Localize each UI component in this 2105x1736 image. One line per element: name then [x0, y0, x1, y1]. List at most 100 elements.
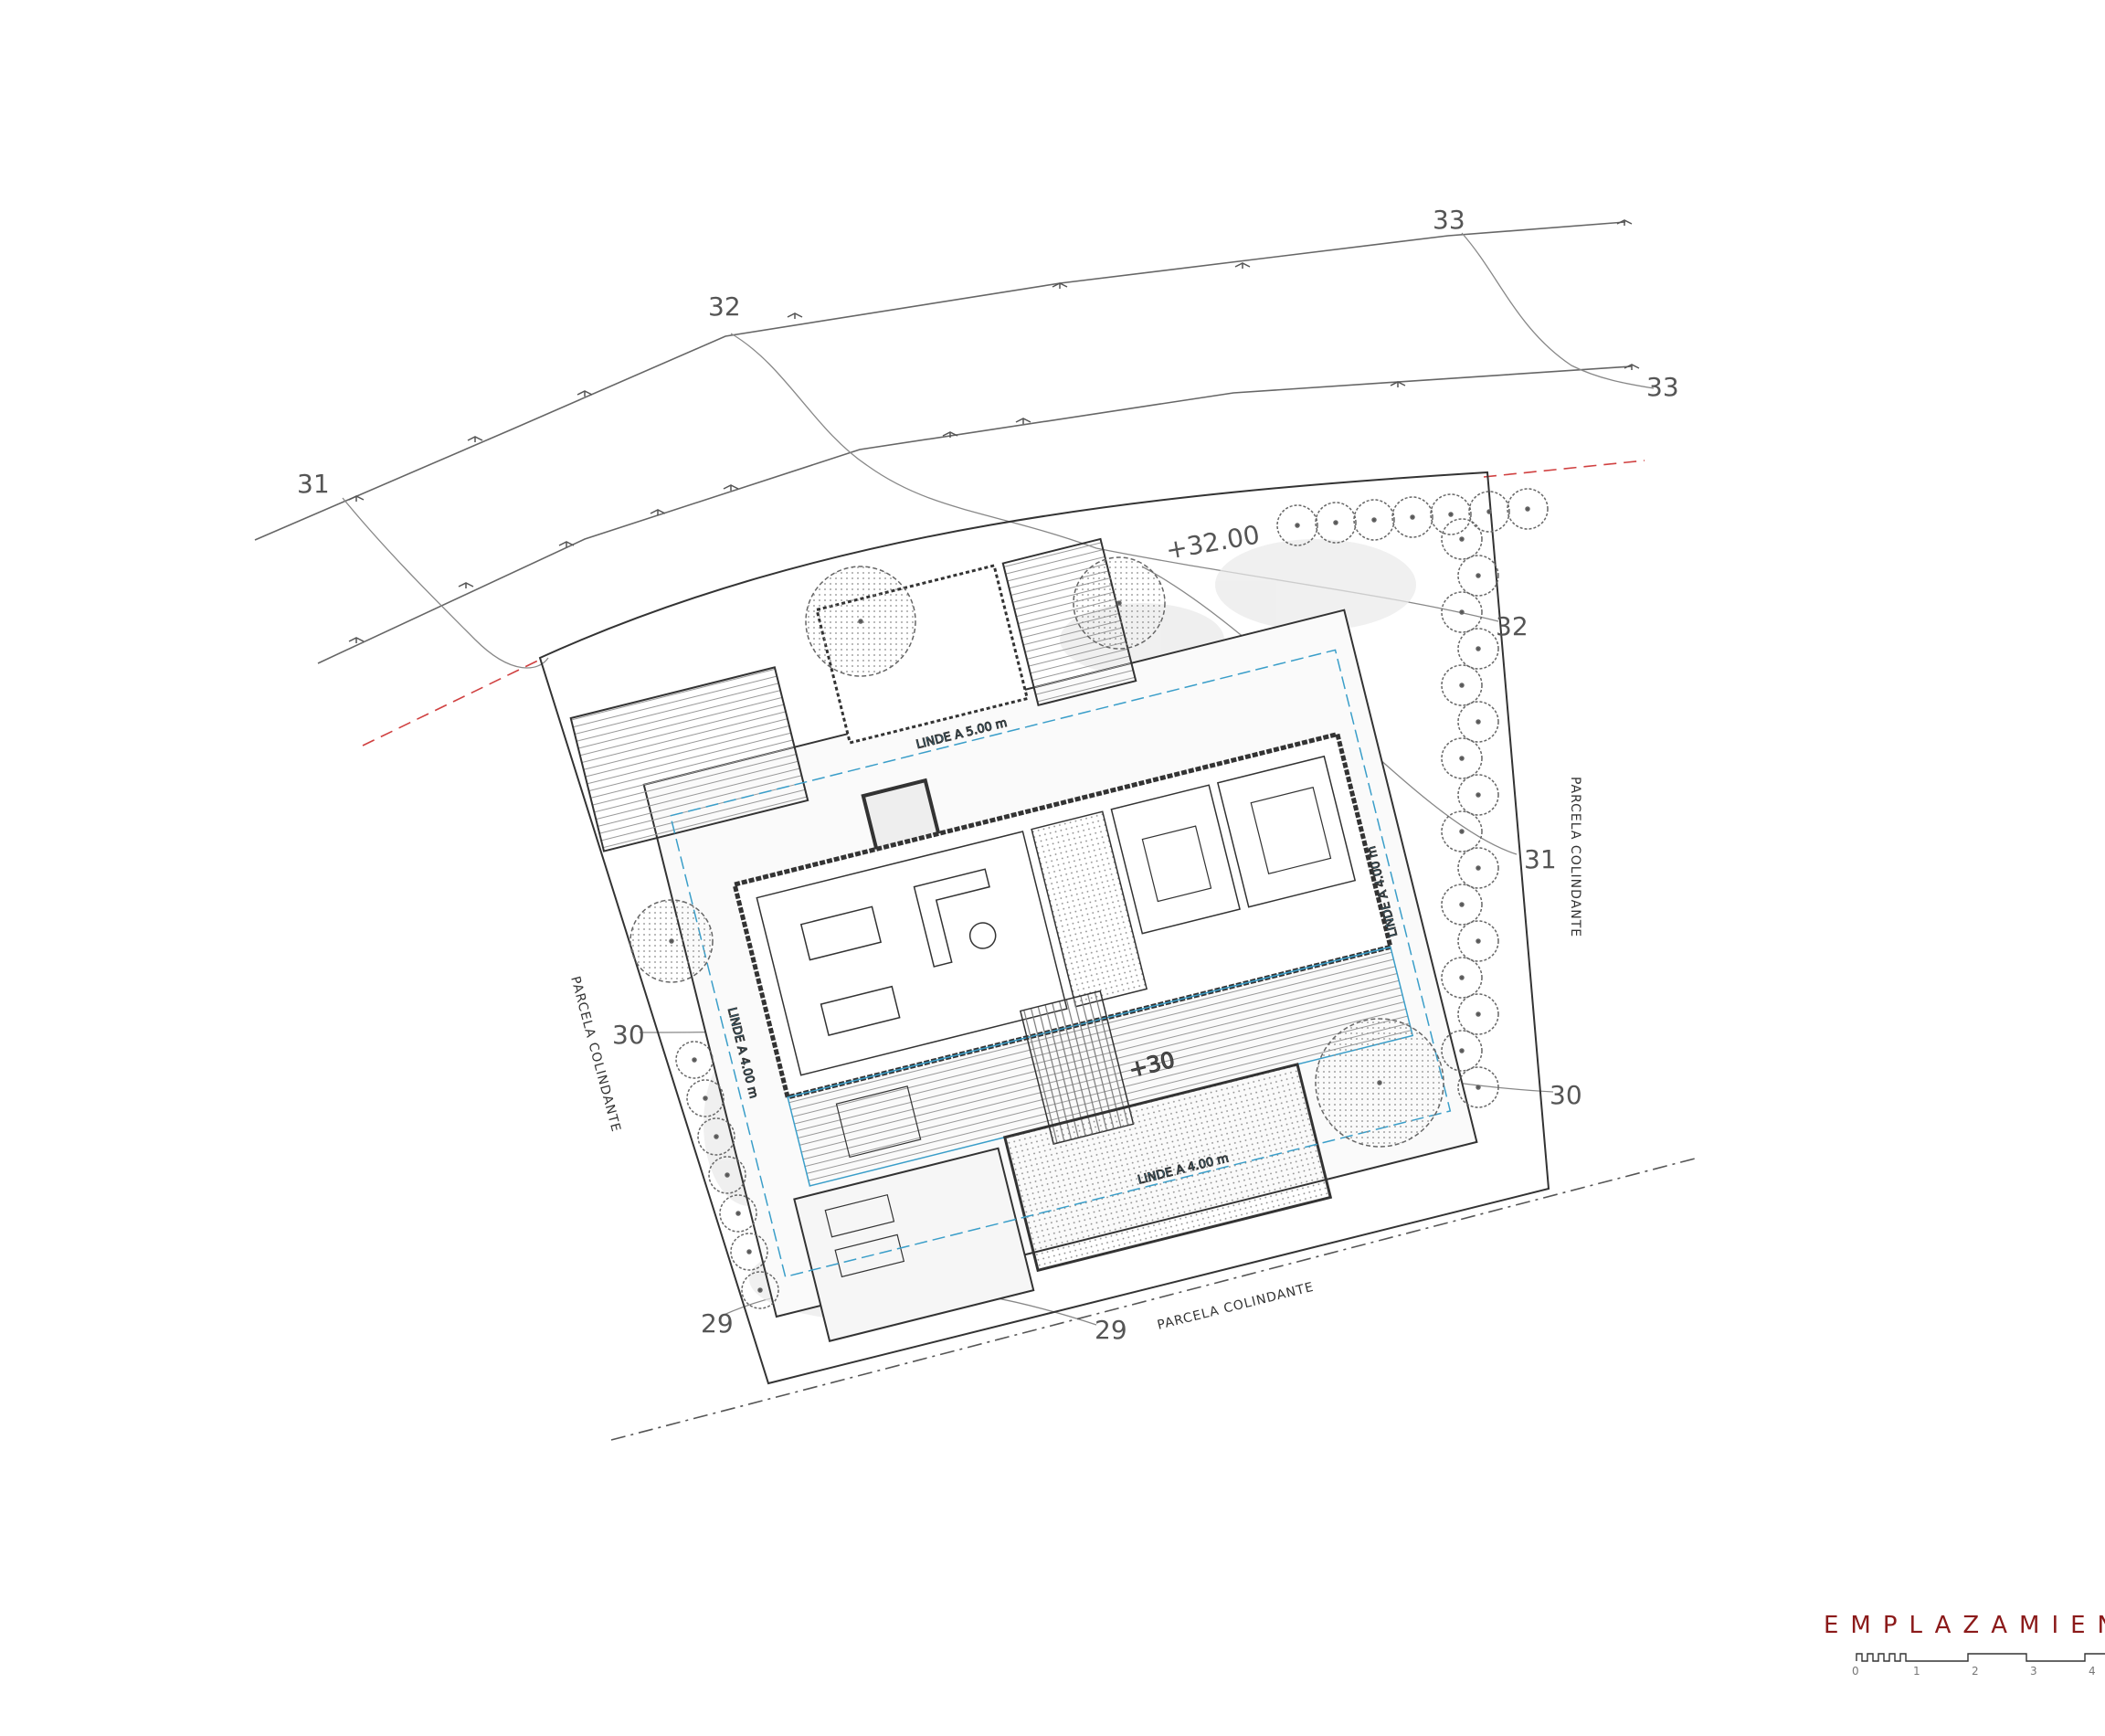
bedroom-1 [1110, 784, 1241, 935]
tree-icon [1457, 628, 1499, 670]
survey-marker-icon [348, 637, 365, 643]
tree-trunk-icon [1116, 600, 1122, 606]
tree-icon [686, 1079, 725, 1117]
tree-icon [1457, 701, 1499, 743]
contour-31 [342, 497, 549, 669]
house: LINDE A 5.00 m LINDE A 4.00 m LINDE A 4.… [569, 537, 1478, 1342]
plot-boundary [538, 471, 1550, 1385]
tree-icon [1457, 920, 1499, 962]
tree-trunk-icon [1476, 865, 1481, 871]
pool [1002, 1063, 1333, 1273]
survey-marker-icon [1616, 219, 1633, 226]
survey-marker-icon [1052, 282, 1068, 289]
survey-marker-icon [458, 582, 474, 588]
tree-trunk-icon [1459, 975, 1465, 980]
tree-icon [1353, 499, 1395, 541]
tree-icon [1441, 884, 1483, 926]
tree-trunk-icon [757, 1287, 763, 1293]
survey-marker-icon [1234, 262, 1251, 269]
outdoor-dining [835, 1085, 922, 1159]
tree-trunk-icon [858, 619, 863, 624]
tree-icon [1441, 1030, 1483, 1072]
contour-label-31-top: 31 [297, 469, 330, 499]
tree-icon [1457, 1066, 1499, 1108]
survey-marker-icon [558, 541, 575, 547]
tree-trunk-icon [1476, 719, 1481, 725]
tree-trunk-icon [1448, 512, 1454, 517]
tree-trunk-icon [1476, 646, 1481, 651]
tree-icon [1441, 810, 1483, 852]
tree-trunk-icon [1459, 829, 1465, 834]
tree-trunk-icon [735, 1211, 741, 1216]
road-edge-lower [317, 365, 1633, 664]
sunbed [824, 1193, 895, 1238]
survey-marker-icon [1390, 381, 1406, 387]
interior-garden [1031, 810, 1148, 1008]
scale-bar-line [1856, 1653, 2105, 1662]
tree-icon [1441, 591, 1483, 633]
red-boundary-left [362, 657, 545, 746]
tree-icon [730, 1233, 768, 1271]
tree-trunk-icon [725, 1172, 730, 1178]
coffee-table [968, 922, 997, 949]
tree-trunk-icon [714, 1134, 719, 1139]
scale-bar [1856, 1653, 2105, 1662]
tree-icon [675, 1041, 714, 1079]
scale-ticks: 0 1 2 3 4 [1852, 1665, 2096, 1678]
bed-1 [1141, 825, 1212, 903]
survey-marker-icon [348, 495, 365, 502]
survey-marker-icon [723, 484, 739, 491]
tree-icon [1457, 774, 1499, 816]
tree-icon [1315, 502, 1357, 544]
tree-icon [1457, 555, 1499, 597]
tree-trunk-icon [1371, 517, 1377, 523]
boundary-red [362, 460, 1645, 746]
tree-icon [1276, 504, 1318, 546]
scale-tick-3: 3 [2030, 1665, 2037, 1678]
tree-icon [1441, 957, 1483, 999]
tree-trunk-icon [1410, 514, 1415, 520]
tree-trunk-icon [669, 938, 674, 944]
bedroom-2 [1216, 755, 1357, 908]
red-boundary-right [1483, 460, 1645, 478]
road-edge-upper [254, 221, 1626, 541]
drawing-title: EMPLAZAMIEN [1824, 1612, 2105, 1639]
tree-icon [1468, 491, 1510, 533]
neighbour-label-left: PARCELA COLINDANTE [567, 975, 623, 1134]
bottom-boundary [610, 1157, 1699, 1441]
tree-trunk-icon [1486, 509, 1492, 514]
scale-tick-2: 2 [1972, 1665, 1979, 1678]
tree-trunk-icon [1333, 520, 1338, 525]
survey-marker-icon [942, 431, 958, 438]
survey-marker-icon [787, 312, 803, 319]
tree-trunk-icon [1459, 1048, 1465, 1053]
contour-label-31-right: 31 [1524, 844, 1557, 874]
road-edges [254, 221, 1633, 664]
tree-icon [1441, 518, 1483, 560]
contour-label-32-right: 32 [1496, 611, 1529, 641]
road-markers [348, 219, 1640, 643]
contour-label-33-top: 33 [1433, 205, 1465, 235]
tree-trunk-icon [1459, 902, 1465, 907]
contour-33 [1461, 232, 1655, 389]
bed-2 [1250, 787, 1332, 875]
tree-trunk-icon [1476, 1085, 1481, 1090]
survey-marker-icon [576, 390, 593, 397]
scale-tick-4: 4 [2089, 1665, 2096, 1678]
tree-icon [1441, 737, 1483, 779]
tree-trunk-icon [746, 1249, 752, 1254]
scale-tick-1: 1 [1913, 1665, 1920, 1678]
tree-icon [1441, 664, 1483, 706]
tree-icon [1507, 488, 1549, 530]
kitchen-island [799, 905, 883, 961]
contour-label-29-left: 29 [701, 1308, 734, 1339]
tree-trunk-icon [703, 1096, 708, 1101]
contour-label-30-left: 30 [612, 1020, 645, 1050]
tree-trunk-icon [1476, 573, 1481, 578]
trees [629, 488, 1549, 1309]
survey-marker-icon [1015, 418, 1031, 424]
dining-table [820, 985, 901, 1036]
neighbour-label-right: PARCELA COLINDANTE [1568, 777, 1582, 937]
scale-tick-0: 0 [1852, 1665, 1859, 1678]
